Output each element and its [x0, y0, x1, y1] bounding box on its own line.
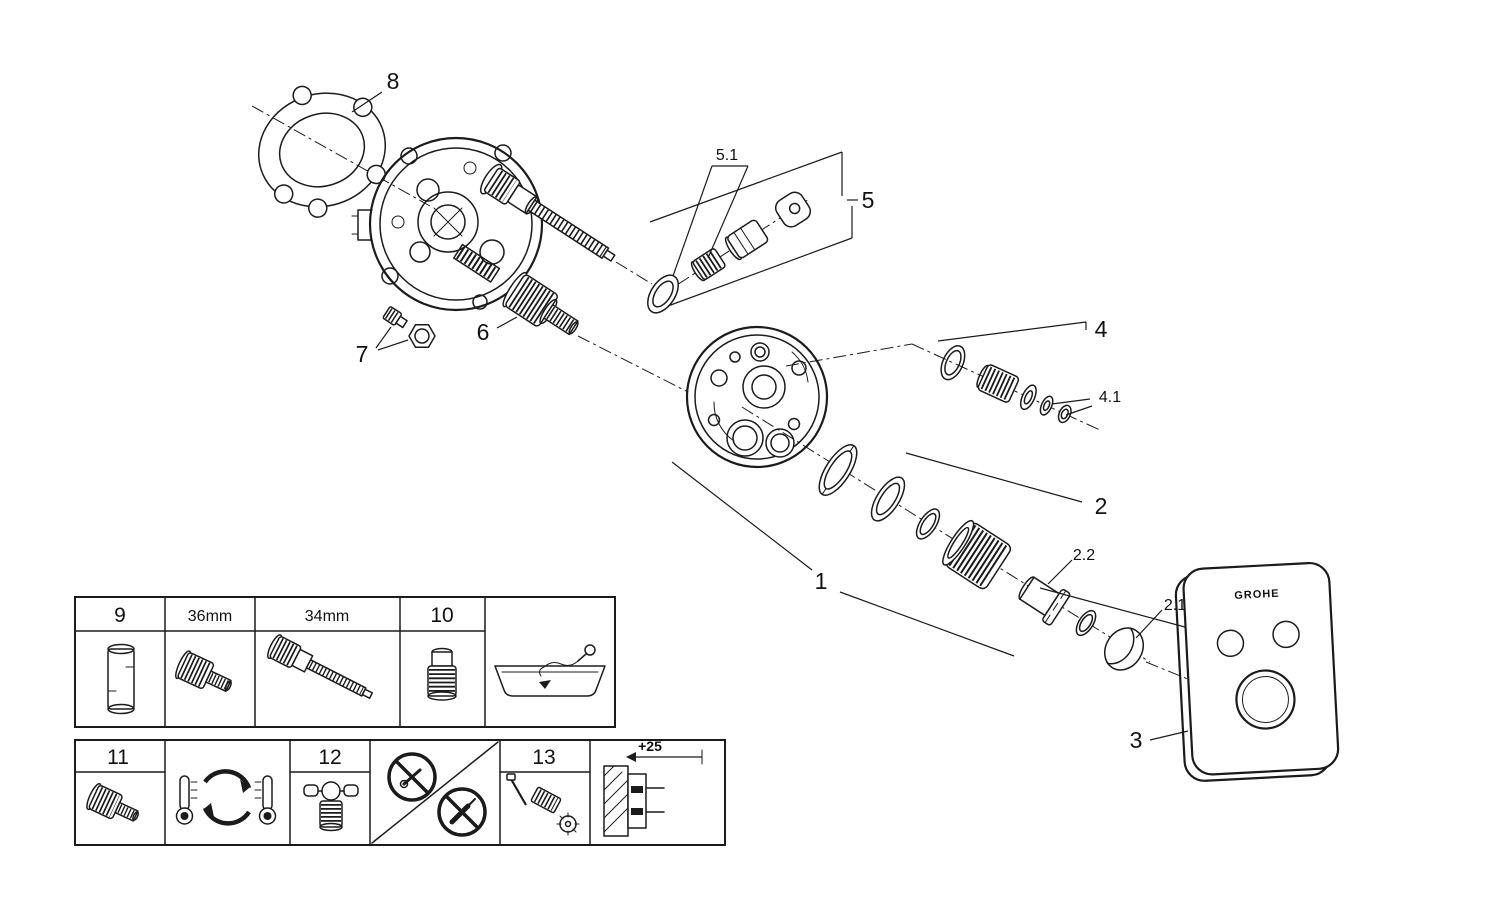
cartridge-36mm: [175, 650, 232, 693]
legend-row-1: 9 36mm 34mm 10: [74, 596, 616, 728]
callout-3: 3: [1130, 727, 1143, 753]
plate-knob: [1235, 669, 1296, 730]
lock-ring: [818, 444, 858, 496]
legend-label-11: 11: [107, 746, 129, 769]
gasket-part-8: 8: [251, 68, 431, 218]
callout-8: 8: [387, 68, 400, 94]
legend-label-9: 9: [114, 604, 126, 627]
callout-7: 7: [356, 341, 369, 367]
dimension-label: +25: [638, 738, 662, 754]
mounting-plate: [685, 325, 829, 469]
temperature-cycle-icon: [175, 769, 277, 826]
gasket-tab: [292, 85, 312, 106]
spacer-ring: [870, 476, 906, 522]
adapter-part-10: [427, 647, 457, 701]
mounting-bridge-part-12: [303, 781, 359, 832]
gasket-tab: [308, 198, 328, 218]
knurled-nut: [942, 519, 1012, 590]
part-4-group: 4 4.1: [785, 316, 1121, 431]
o-ring-2: [915, 508, 941, 540]
callout-5-1: 5.1: [716, 147, 738, 164]
legend-label-36mm: 36mm: [188, 608, 232, 625]
sleeve-part-9: [107, 643, 135, 715]
volume-cartridge-part-6: 6: [453, 243, 689, 393]
extension-sleeve: [1018, 576, 1071, 626]
callout-4-1: 4.1: [1099, 389, 1121, 406]
callout-2-2: 2.2: [1073, 547, 1095, 564]
legend-label-34mm: 34mm: [305, 608, 349, 625]
thermostat-cartridge: [479, 163, 616, 262]
wall-plate-part-3: GROHE 3: [1130, 561, 1340, 782]
plate-button-right: [1272, 620, 1300, 649]
callout-1: 1: [815, 568, 828, 594]
cartridge-part-11: [86, 782, 139, 822]
callout-5: 5: [862, 187, 875, 213]
end-cap: [1103, 627, 1145, 671]
callout-2-1: 2.1: [1164, 597, 1186, 614]
depth-adjustment-diagram: +25: [603, 738, 703, 837]
callout-6: 6: [477, 319, 490, 345]
part-5-group: 5 5.1: [647, 147, 875, 314]
gasket-tab: [273, 184, 294, 204]
o-ring-small: [1075, 609, 1097, 637]
bathtub-icon: [494, 644, 606, 697]
callout-4: 4: [1095, 316, 1108, 342]
fitting-ring-cascade: [741, 406, 1201, 685]
callout-2: 2: [1095, 493, 1108, 519]
no-tools-icons: [371, 741, 499, 844]
legend-row-2: 11 12 13: [74, 738, 726, 846]
legend-label-13: 13: [532, 746, 555, 769]
gasket-tab: [366, 164, 386, 185]
plugs-part-7: 7: [356, 306, 436, 367]
o-ring-5: [647, 274, 679, 314]
valve-body: [351, 136, 544, 312]
callouts-1-2: 1 2 2.2 2.1: [671, 452, 1197, 657]
cartridge-34mm: [267, 634, 374, 700]
screw-set-part-13: [506, 773, 580, 836]
legend-label-12: 12: [318, 746, 341, 769]
plate-button-left: [1216, 629, 1245, 658]
legend-label-10: 10: [430, 604, 453, 627]
grohe-logo: GROHE: [1234, 588, 1280, 602]
